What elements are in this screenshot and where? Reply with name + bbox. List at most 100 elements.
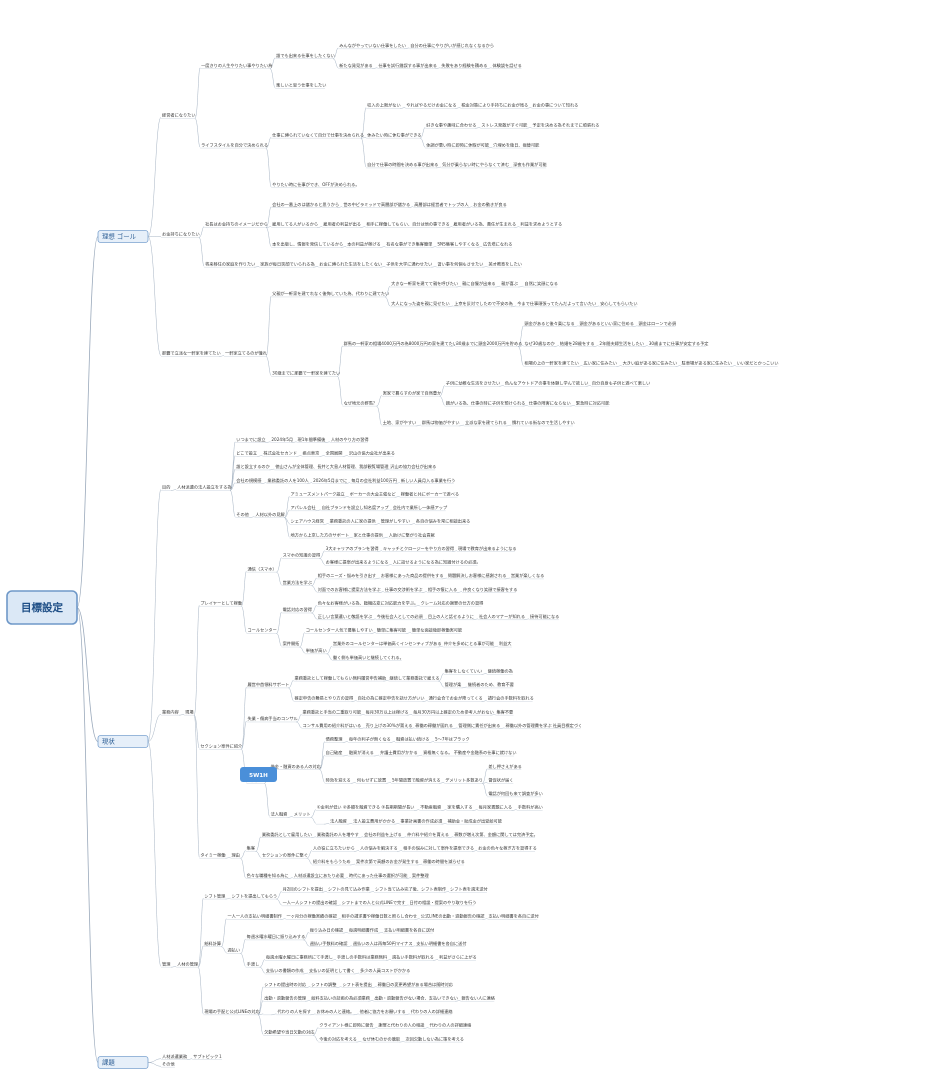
topic-node[interactable]: 案件開拓 <box>281 640 300 647</box>
topic-node[interactable]: 利益を求めようとする <box>519 221 562 228</box>
topic-node[interactable]: 父親が一軒家を建てれなく後悔していた為、代わりに建てたい <box>271 290 389 297</box>
topic-node[interactable]: 給料計算 <box>203 940 222 947</box>
topic-node[interactable]: 雇用者がいる為、責任が生まれる <box>452 221 516 228</box>
topic-node[interactable]: なぜ休むのかの聴取 <box>361 1035 401 1042</box>
topic-node[interactable]: 英才教育をしたい <box>487 260 522 267</box>
topic-node[interactable]: 問題解決しお客様に感謝される <box>446 572 507 579</box>
topic-node[interactable]: 公式LINEの出勤・退勤報告の確認 <box>419 913 486 920</box>
topic-node[interactable]: シフト表を提出 <box>341 981 372 988</box>
topic-node[interactable]: 失敗をあり経験を積める <box>440 62 487 69</box>
topic-node[interactable]: 稼働者と共にポーカーで遊べる <box>399 490 459 497</box>
topic-node[interactable]: 週払い手数料が取れる <box>390 954 434 961</box>
topic-node[interactable]: お金の事について知れる <box>531 102 578 109</box>
topic-node[interactable]: 仕事に縛られていなくて自分で仕事を決められる <box>271 131 364 138</box>
topic-node[interactable]: お金に縛られた生活をしたくない <box>318 260 382 267</box>
topic-node[interactable]: 自社の為に確定申告を話せ方がいい <box>356 695 425 702</box>
topic-node[interactable]: 世の中ピラミッドで高層部が儲かる <box>342 201 410 208</box>
topic-node[interactable]: 自社ブランドを設立し知名度アップ <box>320 504 390 511</box>
topic-node[interactable]: 集客 <box>245 845 256 852</box>
topic-node[interactable]: 継続稼働の為 <box>486 667 513 674</box>
topic-node[interactable]: 業務委託として雇用したい <box>260 831 312 838</box>
topic-node[interactable]: 借金・融資のある人の対応 <box>269 763 322 770</box>
topic-node[interactable]: 相手に稼働してもらい、自分は他の事できる <box>365 221 450 228</box>
topic-node[interactable]: 相場の上の一軒家を建てたい <box>523 360 579 367</box>
topic-node[interactable]: 立派な家を建てられる <box>463 419 507 426</box>
root-topic[interactable]: 目標設定 <box>6 590 78 625</box>
topic-node[interactable]: 集客不要 <box>495 708 514 715</box>
topic-node[interactable]: 人の役に立ちたいから <box>311 845 355 852</box>
topic-node[interactable]: 相手の悩みに対して案件を提案できる <box>402 845 474 852</box>
branch-topic[interactable]: 理想 ゴール <box>97 230 149 243</box>
topic-node[interactable]: 毎月30万円以上確定のため参考人がおない <box>412 708 494 715</box>
topic-node[interactable]: 債務整理 <box>324 736 344 743</box>
topic-node[interactable]: 簡単に集客可能 <box>375 627 407 634</box>
topic-node[interactable]: 結婚を28歳をする <box>558 340 595 347</box>
topic-node[interactable]: 有名な事ができ集客簡単 <box>385 241 432 248</box>
topic-node[interactable]: 毎月家賃題に入る <box>477 804 513 811</box>
topic-node[interactable]: 税金対策により手持ちにお金が残る <box>460 102 528 109</box>
topic-node[interactable]: 雇用してる人がいるから <box>271 221 318 228</box>
topic-node[interactable]: いつまでに設立 <box>235 436 266 443</box>
topic-node[interactable]: 業務委託として稼働してもらい無料履営申告補助 <box>293 674 387 681</box>
topic-node[interactable]: 継続して業務委託で雇える <box>388 674 440 681</box>
topic-node[interactable]: 業務委託の人に家の提供 <box>328 518 376 525</box>
topic-node[interactable]: 月2回のシフトを提出 <box>281 885 323 892</box>
topic-node[interactable]: 何もせずに放置 <box>355 776 386 783</box>
topic-node[interactable]: ①金利が低い ②多額を融資できる ③長期期間が長い <box>315 804 415 811</box>
topic-node[interactable]: ポーカーの大会主催など <box>348 490 397 497</box>
topic-node[interactable]: 駐車場がある家に住みたい <box>680 360 732 367</box>
topic-node[interactable]: 支払いの書類の作成 <box>264 967 304 974</box>
topic-node[interactable]: 目的 <box>161 484 171 491</box>
topic-node[interactable]: アパレル会社 <box>289 504 316 511</box>
topic-node[interactable]: 色んなアウトドアの事を体験し学んで欲しい <box>503 379 589 386</box>
topic-node[interactable]: シェアハウス経営 <box>289 518 324 525</box>
topic-node[interactable]: 他者に協力をお願いする <box>358 1008 406 1015</box>
topic-node[interactable]: 現場で教育が出来るようになる <box>456 545 517 552</box>
topic-node[interactable]: どこで設立 <box>235 450 258 457</box>
topic-node[interactable]: 毎月30万以上は稼げる <box>364 708 409 715</box>
topic-node[interactable]: 稼働日の変更希望がある場合は随時対応 <box>376 981 454 988</box>
topic-node[interactable]: 体調が悪い時に即時に休暇が可能 <box>425 141 490 148</box>
branch-topic[interactable]: 現状 <box>97 735 149 748</box>
topic-node[interactable]: 安心してもらいたい <box>599 300 638 307</box>
topic-node[interactable]: 支払い明細書を各自に送付 <box>487 913 539 920</box>
topic-node[interactable]: コールセンター人気で募集しやすい <box>304 627 373 634</box>
topic-node[interactable]: 頭金はローンで必須 <box>637 320 677 327</box>
topic-node[interactable]: 自分で仕事の時間を決める事が出来る <box>366 161 438 168</box>
topic-node[interactable]: 簡単な面談後即稼働実可能 <box>410 627 463 634</box>
topic-node[interactable]: 親に自慢が出来る <box>461 280 496 287</box>
topic-node[interactable]: 毎週水曜水曜日に振り込みする <box>245 933 306 940</box>
topic-node[interactable]: 人材派遣設立にあたり必要 <box>292 872 344 879</box>
topic-node[interactable]: 管理がしやすい <box>379 518 410 525</box>
topic-node[interactable]: 広告塔になれる <box>482 241 512 248</box>
topic-node[interactable]: 業務委託と手当の二重取り可能 <box>301 708 362 715</box>
topic-node[interactable]: 家を購入する <box>446 804 473 811</box>
topic-node[interactable]: いい家だとかっこいい <box>735 360 779 367</box>
topic-node[interactable]: 自己破産 <box>324 749 343 756</box>
topic-node[interactable]: 家と仕事の提供 <box>352 531 383 538</box>
topic-node[interactable]: 群馬は物価がやすい <box>420 419 460 426</box>
topic-node[interactable]: みんながやっていない仕事をしたい <box>338 42 406 49</box>
topic-node[interactable]: 相手の懐に入る <box>426 586 457 593</box>
topic-node[interactable]: 稼数が増え次第、金額に関しては完済予定。 <box>453 831 538 838</box>
topic-node[interactable]: 緊急時に対応可能 <box>574 399 610 406</box>
topic-node[interactable]: 手渡し <box>245 960 260 967</box>
topic-node[interactable]: 営業外のコールセンターは単価高くインセンティブがある <box>331 640 442 647</box>
topic-node[interactable]: 通行会合でお金が降ってくる <box>427 695 483 702</box>
topic-node[interactable]: 毎年の利子が無くなる <box>347 736 391 743</box>
topic-node[interactable]: 一人一人の支払い明細書制作 <box>226 913 283 920</box>
topic-node[interactable]: 督促状が届く <box>487 776 513 783</box>
topic-node[interactable]: 色々なお客様がいる為、臨機応変に対応能力を学ぶ。 <box>316 599 419 606</box>
topic-node[interactable]: 相手の請求書や稼働日数と照らし合わせ <box>340 913 417 920</box>
topic-node[interactable]: 全国展開 <box>324 450 343 457</box>
topic-node[interactable]: 一軒家立てるのが憧れ <box>224 350 268 357</box>
topic-node[interactable]: 相手のニーズ・悩みを引き出す <box>316 572 376 579</box>
topic-node[interactable]: 仕事の交渉術を学ぶ <box>383 586 423 593</box>
topic-node[interactable]: 代わりの人の詳細連絡 <box>409 1008 454 1015</box>
topic-node[interactable]: 色々な職種を知る為に <box>245 872 289 879</box>
topic-node[interactable]: 高層部は経営者でトップの人 <box>413 201 469 208</box>
topic-node[interactable]: シフトの調整 <box>310 981 337 988</box>
topic-node[interactable]: 支払い明細書を各自に送付 <box>382 926 434 933</box>
topic-node[interactable]: 案件整理 <box>410 872 430 879</box>
topic-node[interactable]: 人材のやり方の習得 <box>329 436 369 443</box>
